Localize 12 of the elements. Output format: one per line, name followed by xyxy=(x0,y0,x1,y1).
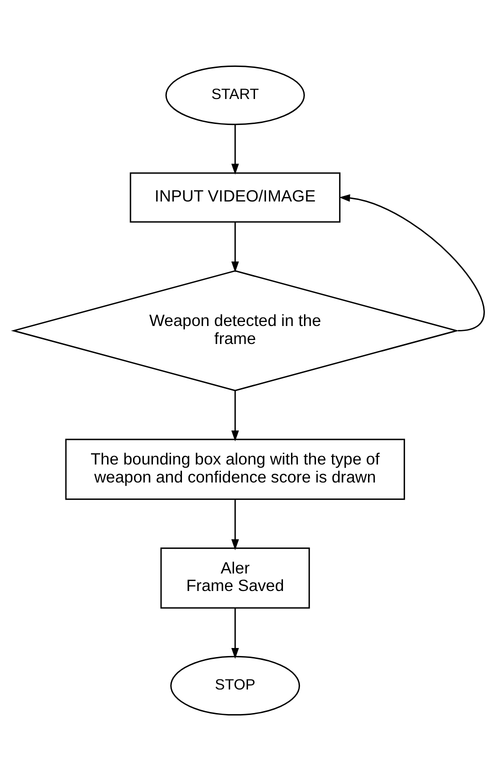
arrow xyxy=(231,390,239,442)
arrow xyxy=(231,124,239,175)
node-ellipse: START xyxy=(165,65,305,126)
arrow xyxy=(339,194,485,332)
arrow xyxy=(231,608,239,659)
node-box: The bounding box along with the type of weapon and confidence score is drawn xyxy=(65,438,406,500)
arrow xyxy=(231,222,239,272)
node-box: Aler Frame Saved xyxy=(160,547,310,609)
node-ellipse: STOP xyxy=(170,656,300,716)
node-diamond: Weapon detected in the frame xyxy=(10,270,460,392)
arrow xyxy=(231,500,239,550)
node-box: INPUT VIDEO/IMAGE xyxy=(130,172,340,223)
